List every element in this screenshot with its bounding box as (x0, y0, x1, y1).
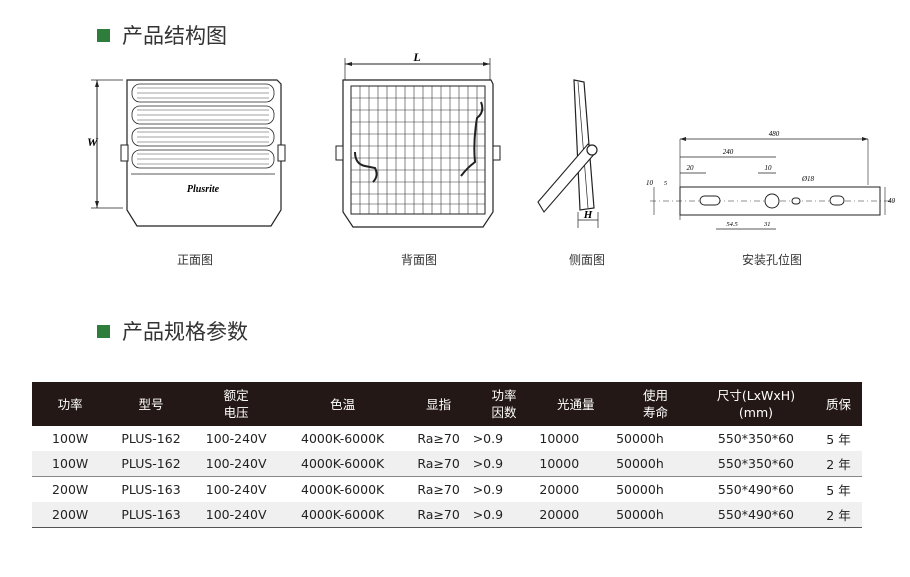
dim-40-label: 40 (888, 197, 896, 205)
header-lifetime: 使用寿命 (614, 382, 697, 426)
section-marker-icon (97, 324, 110, 338)
cell-pf: >0.9 (470, 451, 538, 477)
header-pf: 功率因数 (470, 382, 538, 426)
spec-section-title: 产品规格参数 (97, 316, 248, 346)
cell-voltage: 100-240V (205, 431, 267, 446)
dim-10-label: 10 (765, 164, 773, 172)
cell-cct: 4000K-6000K (278, 451, 407, 477)
cell-cri: Ra≥70 (406, 451, 471, 477)
cell-model: PLUS-162 (121, 431, 181, 446)
cell-size: 550*350*60 (717, 431, 795, 446)
cell-pf: >0.9 (470, 502, 538, 528)
cell-lumen: 20000 (537, 476, 615, 502)
cell-warranty: 2 年 (815, 502, 862, 528)
cell-model: PLUS-163 (108, 502, 194, 528)
back-view-caption: 背面图 (400, 253, 437, 267)
dim-31-label: 31 (763, 221, 771, 228)
front-brand-logo: Plusrite (187, 184, 220, 195)
dim-240-label: 240 (723, 148, 734, 156)
cell-lifetime: 50000h (614, 451, 697, 477)
cell-lumen: 10000 (539, 431, 580, 446)
side-view-diagram: H (537, 79, 599, 228)
cell-lifetime: 50000h (614, 502, 697, 528)
structure-section-title: 产品结构图 (97, 20, 227, 50)
cell-lumen: 10000 (537, 451, 615, 477)
cell-cct: 4000K-6000K (278, 502, 407, 528)
table-row: 200W PLUS-163 100-240V 4000K-6000K Ra≥70… (32, 476, 862, 502)
spec-title-text: 产品规格参数 (122, 320, 248, 344)
dim-5-label: 5 (664, 181, 667, 187)
back-l-label: L (412, 52, 420, 64)
structure-title-text: 产品结构图 (122, 24, 227, 48)
cell-warranty: 5 年 (826, 432, 851, 447)
header-size: 尺寸(LxWxH)(mm) (696, 382, 816, 426)
header-cri: 显指 (406, 382, 471, 426)
cell-cct: 4000K-6000K (278, 476, 407, 502)
mounting-hole-diagram: 480 240 20 10 Ø18 10 5 40 54.5 31 (646, 130, 896, 230)
cell-lifetime: 50000h (616, 431, 664, 446)
cell-pf: >0.9 (472, 431, 504, 446)
table-row: 200W PLUS-163 100-240V 4000K-6000K Ra≥70… (32, 502, 862, 528)
cell-size: 550*490*60 (696, 502, 816, 528)
dim-480-label: 480 (769, 130, 780, 138)
spec-header-row: 功率 型号 额定电压 色温 显指 功率因数 光通量 使用寿命 尺寸(LxWxH)… (32, 382, 862, 426)
cell-power: 200W (32, 476, 109, 502)
cell-power: 100W (32, 451, 109, 477)
dim-54-5-label: 54.5 (726, 221, 738, 228)
cell-lifetime: 50000h (614, 476, 697, 502)
cell-size: 550*490*60 (696, 476, 816, 502)
header-lumen: 光通量 (537, 382, 615, 426)
dim-10v-label: 10 (646, 179, 654, 187)
cell-lumen: 20000 (537, 502, 615, 528)
back-view-diagram: L (335, 52, 501, 228)
cell-size: 550*350*60 (696, 451, 816, 477)
cell-power: 100W (52, 431, 89, 446)
header-model: 型号 (108, 382, 194, 426)
cell-voltage: 100-240V (193, 451, 279, 477)
front-view-diagram: W Plusrite (87, 79, 286, 227)
cell-cri: Ra≥70 (417, 431, 460, 446)
front-w-label: W (87, 135, 99, 149)
side-view-caption: 侧面图 (568, 253, 605, 267)
cell-cri: Ra≥70 (406, 502, 471, 528)
cell-cct: 4000K-6000K (301, 431, 385, 446)
cell-pf: >0.9 (470, 476, 538, 502)
front-fin-rows (131, 83, 275, 169)
cell-power: 200W (32, 502, 109, 528)
header-power: 功率 (32, 382, 109, 426)
cell-voltage: 100-240V (193, 502, 279, 528)
cell-model: PLUS-162 (108, 451, 194, 477)
table-row: 100W PLUS-162 100-240V 4000K-6000K Ra≥70… (32, 451, 862, 477)
section-marker-icon (97, 28, 110, 42)
cell-warranty: 5 年 (815, 476, 862, 502)
front-view-caption: 正面图 (176, 253, 213, 267)
cell-cri: Ra≥70 (406, 476, 471, 502)
table-row: 100W PLUS-162 100-240V 4000K-6000K Ra≥70… (32, 426, 862, 451)
header-voltage: 额定电压 (193, 382, 279, 426)
spec-table: 功率 型号 额定电压 色温 显指 功率因数 光通量 使用寿命 尺寸(LxWxH)… (32, 382, 862, 528)
cell-model: PLUS-163 (108, 476, 194, 502)
mounting-hole-caption: 安装孔位图 (741, 253, 802, 267)
cell-voltage: 100-240V (193, 476, 279, 502)
cell-warranty: 2 年 (815, 451, 862, 477)
header-cct: 色温 (278, 382, 407, 426)
side-h-label: H (583, 209, 593, 221)
header-warranty: 质保 (815, 382, 862, 426)
dim-d18-label: Ø18 (801, 175, 815, 183)
dim-20-label: 20 (687, 164, 695, 172)
